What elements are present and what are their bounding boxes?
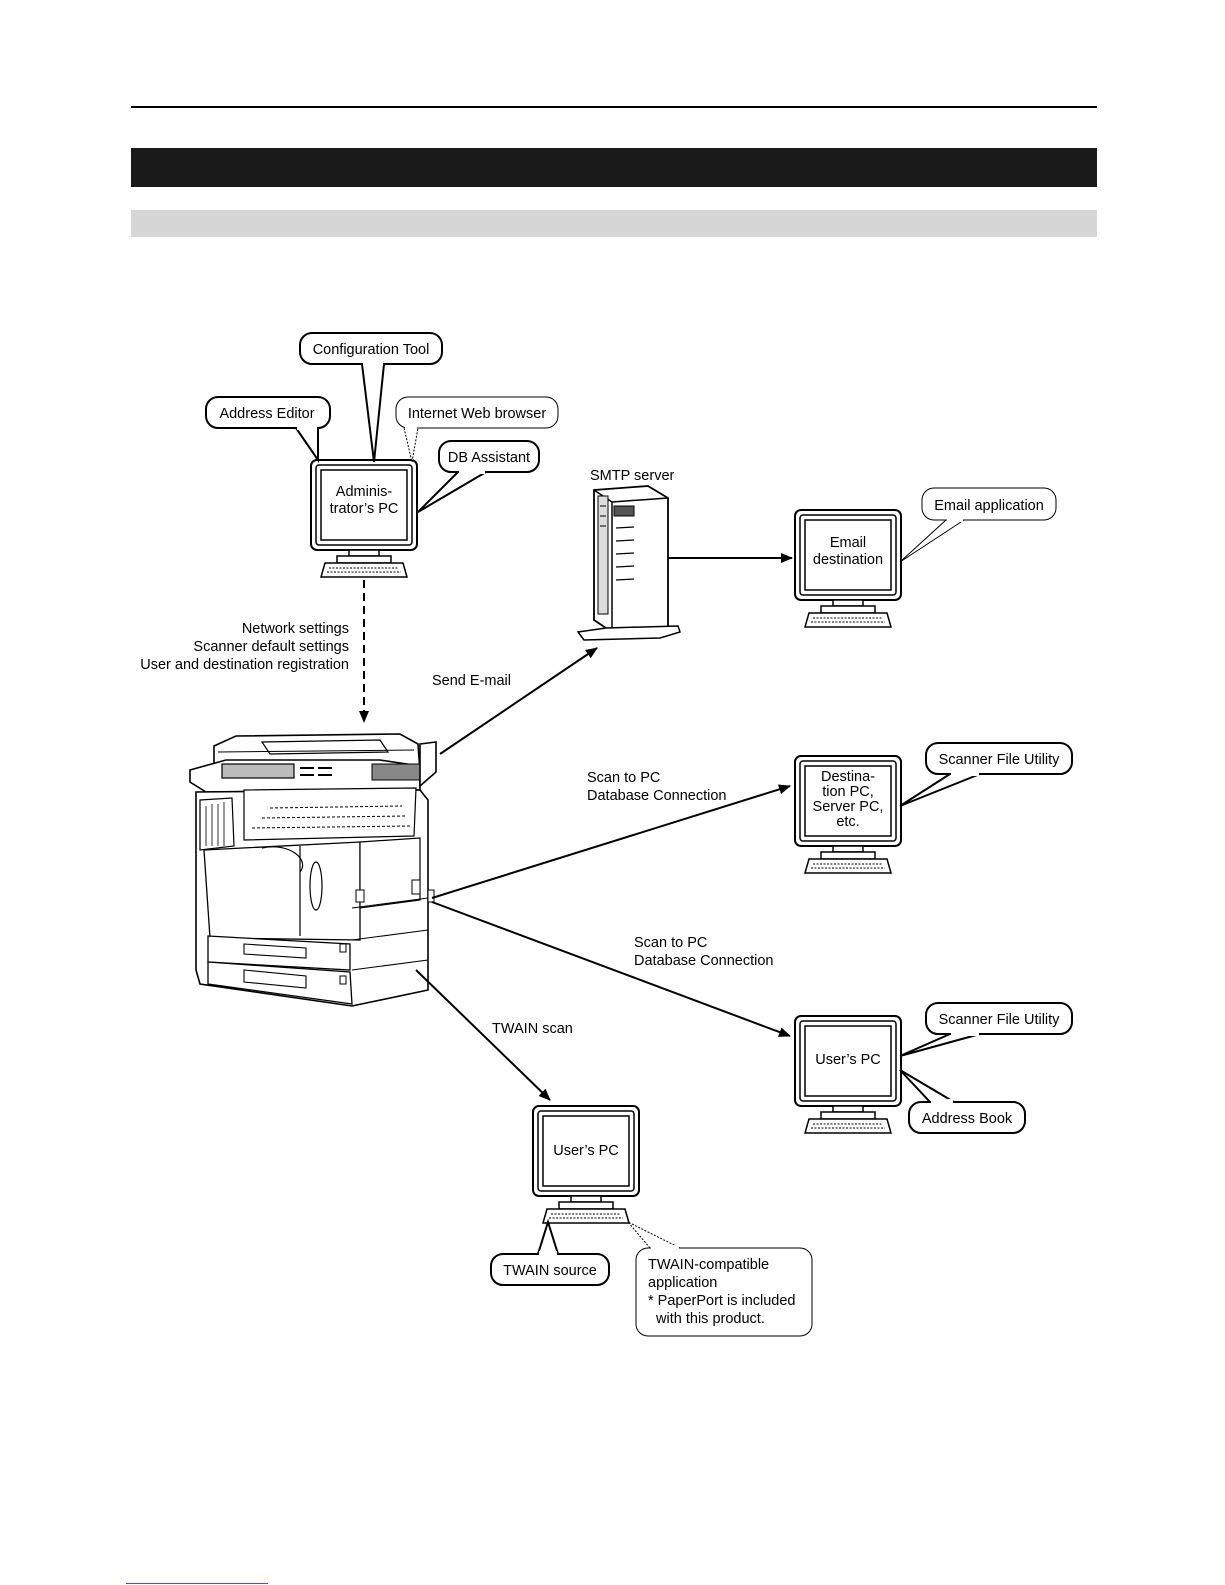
callout-configuration-tool: Configuration Tool (299, 332, 443, 463)
callout-twain-app-line-3: * PaperPort is included (648, 1293, 796, 1309)
callout-email-application: Email application (899, 487, 1057, 563)
callout-db-assistant-text: DB Assistant (448, 450, 530, 466)
callout-internet-web-browser-text: Internet Web browser (408, 406, 547, 422)
admin-pc-label-1: Adminis- (336, 484, 393, 500)
callout-db-assistant: DB Assistant (417, 440, 540, 513)
destination-pc-label-3: Server PC, (813, 799, 884, 815)
email-destination-label-2: destination (813, 552, 883, 568)
callout-twain-app-line-4: with this product. (648, 1311, 765, 1327)
callout-email-application-text: Email application (934, 498, 1044, 514)
admin-pc-label-2: trator’s PC (330, 501, 399, 517)
callout-twain-app-line-2: application (648, 1275, 717, 1291)
callout-address-book-text: Address Book (922, 1111, 1013, 1127)
email-destination-monitor: Email destination (794, 509, 902, 628)
section-subtitle-bar (131, 210, 1097, 237)
edge-twain-scan: TWAIN scan (415, 969, 573, 1101)
edge-label-send-email: Send E-mail (432, 673, 511, 689)
users-pc-bottom-monitor: User’s PC (532, 1105, 640, 1224)
callout-internet-web-browser: Internet Web browser (395, 396, 559, 463)
edge-label-network-settings: Network settings (242, 621, 349, 637)
edge-label-db-connection-1: Database Connection (587, 788, 726, 804)
edge-label-twain-scan: TWAIN scan (492, 1021, 573, 1037)
mfp-copier (189, 733, 437, 1007)
users-pc-bottom-label: User’s PC (553, 1143, 619, 1159)
edge-label-user-destination: User and destination registration (140, 657, 349, 673)
callout-address-editor-text: Address Editor (219, 406, 314, 422)
callout-scanner-file-utility-2-text: Scanner File Utility (939, 1012, 1061, 1028)
admin-pc-monitor: Adminis- trator’s PC (310, 459, 418, 578)
destination-pc-label-4: etc. (836, 814, 859, 830)
users-pc-right-label: User’s PC (815, 1052, 881, 1068)
destination-pc-label-1: Destina- (821, 769, 875, 785)
section-title-bar (131, 148, 1097, 187)
callout-twain-source: TWAIN source (490, 1218, 610, 1286)
callout-twain-app-line-1: TWAIN-compatible (648, 1257, 769, 1273)
callout-scanner-file-utility-2: Scanner File Utility (899, 1002, 1073, 1057)
smtp-server-label: SMTP server (590, 468, 675, 484)
callout-twain-source-text: TWAIN source (503, 1263, 597, 1279)
edge-label-db-connection-2: Database Connection (634, 953, 773, 969)
edge-scan-to-destination: Scan to PC Database Connection (431, 770, 791, 899)
top-rule (131, 106, 1097, 108)
edge-admin-to-mfp: Network settings Scanner default setting… (140, 580, 369, 723)
edge-scan-to-users-pc: Scan to PC Database Connection (431, 901, 791, 1037)
edge-label-scan-to-pc-1: Scan to PC (587, 770, 660, 786)
edge-send-email: Send E-mail (432, 647, 598, 755)
callout-address-editor: Address Editor (205, 396, 331, 464)
users-pc-right-monitor: User’s PC (794, 1015, 902, 1134)
footer-link-underline (126, 1583, 268, 1584)
destination-pc-label-2: tion PC, (822, 784, 874, 800)
callout-configuration-tool-text: Configuration Tool (313, 342, 430, 358)
edge-label-scan-to-pc-2: Scan to PC (634, 935, 707, 951)
email-destination-label-1: Email (830, 535, 866, 551)
callout-scanner-file-utility-1: Scanner File Utility (899, 742, 1073, 807)
smtp-server-tower: SMTP server (576, 468, 681, 641)
callout-scanner-file-utility-1-text: Scanner File Utility (939, 752, 1061, 768)
callout-twain-compatible-app: TWAIN-compatible application * PaperPort… (627, 1221, 813, 1337)
callout-address-book: Address Book (899, 1069, 1026, 1134)
destination-pc-monitor: Destina- tion PC, Server PC, etc. (794, 755, 902, 874)
edge-label-scanner-defaults: Scanner default settings (193, 639, 349, 655)
